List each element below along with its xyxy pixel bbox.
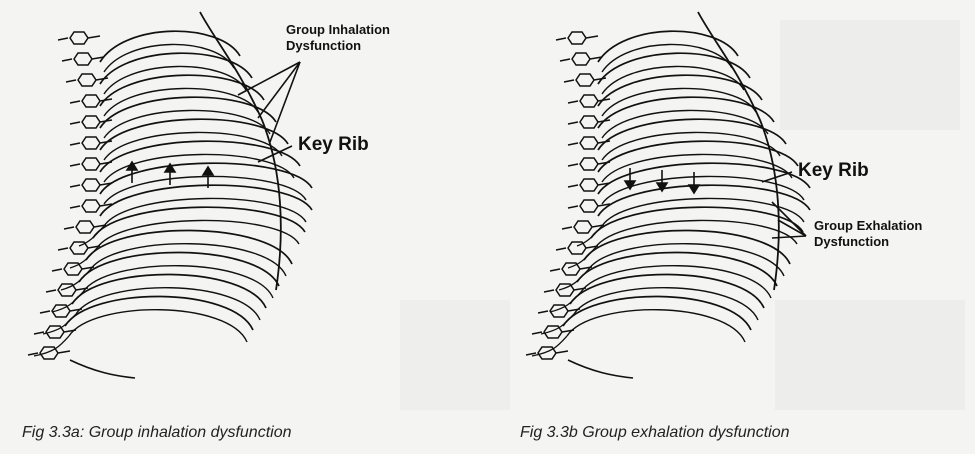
ribcage-a-rib-upper-edge — [99, 118, 289, 151]
bleed-through-texture — [775, 300, 965, 410]
ribcage-a-rib-upper-edge — [92, 206, 306, 239]
ribcage-a-rib-upper-edge — [85, 229, 293, 265]
ribcage-a-floating-rib — [69, 359, 136, 379]
group-exhalation-line1: Group Exhalation — [814, 218, 923, 233]
ribcage-b-rib-upper-edge — [597, 118, 787, 151]
ribcage-a-rib-tail — [69, 247, 98, 269]
caption-a: Fig 3.3a: Group inhalation dysfunction — [22, 424, 292, 441]
ribcage-b-rib-lower-edge — [601, 65, 745, 95]
ribcage-b-rib-upper-edge — [597, 162, 811, 195]
bleed-through-texture — [400, 300, 510, 410]
ribcage-a-rib-upper-edge — [64, 295, 254, 331]
ribcage-a-rib-upper-edge — [99, 74, 265, 107]
ribcage-b-rib-upper-edge — [569, 273, 765, 309]
ribcage-a-rib-upper-edge — [71, 273, 267, 309]
ribcage-b-rib-upper-edge — [562, 295, 752, 331]
ribcage-b-rib-upper-edge — [597, 74, 763, 107]
ribcage-a-rib-lower-edge — [103, 65, 247, 95]
ribcage-a — [27, 11, 313, 379]
bleed-through-texture — [780, 20, 960, 130]
ribcage-a-rib-lower-edge — [75, 287, 261, 321]
ribcage-a-sternum-edge — [199, 11, 282, 291]
group-inhalation-line2: Dysfunction — [286, 37, 362, 53]
ribcage-b-vertebra — [567, 199, 611, 213]
ribcage-a-rib-lower-edge — [96, 219, 300, 249]
group-inhalation-label: Group Inhalation Dysfunction — [286, 22, 390, 53]
ribcage-a-vertebra — [61, 52, 105, 66]
ribcage-a-vertebra — [27, 346, 71, 360]
ribcage-b-rib-tail — [567, 247, 596, 269]
ribcage-b-rib-lower-edge — [580, 265, 772, 299]
key-rib-label-a: Key Rib — [298, 134, 369, 155]
ribcage-a-vertebra — [65, 73, 109, 87]
ribcage-b-rib-lower-edge — [601, 87, 757, 117]
ribcage-a-rib-lower-edge — [103, 175, 307, 205]
ribcage-b-rib-lower-edge — [601, 131, 781, 161]
ribcage-b-spine — [525, 31, 611, 360]
ribcage-b-rib-tail — [558, 269, 589, 291]
ribcage-b-rib-upper-edge — [576, 251, 778, 287]
ribcage-a-rib-lower-edge — [103, 109, 271, 139]
ribcage-a-rib-upper-edge — [99, 140, 301, 173]
ribcage-b-rib-upper-edge — [590, 206, 804, 239]
ribcage-b-floating-rib — [567, 359, 634, 379]
ribcage-b — [525, 11, 811, 379]
ribcage-b-vertebra — [559, 52, 603, 66]
ribcage-b-rib-upper-edge — [597, 184, 811, 217]
ribcage-a-rib-lower-edge — [103, 87, 259, 117]
ribcage-b-rib-lower-edge — [601, 175, 805, 205]
ribcage-a-vertebra — [57, 31, 101, 45]
ribcage-b-rib-upper-edge — [583, 229, 791, 265]
ribcage-b-vertebra — [525, 346, 569, 360]
ribcage-a-rib-upper-edge — [99, 162, 313, 195]
ribcage-a-rib-lower-edge — [89, 243, 287, 277]
ribcage-b-vertebra — [567, 157, 611, 171]
ribcage-b-vertebra — [563, 73, 607, 87]
ribcage-b-rib-upper-edge — [597, 30, 739, 63]
ribcage-a-rib-lower-edge — [103, 153, 295, 183]
caption-b: Fig 3.3b Group exhalation dysfunction — [520, 424, 790, 441]
ribcage-a-rib-lower-edge — [82, 265, 274, 299]
ribcage-b-rib-lower-edge — [566, 309, 746, 343]
ribcage-b-rib-lower-edge — [573, 287, 759, 321]
ribcage-a-rib-lower-edge — [103, 43, 235, 73]
ribcage-a-rib-tail — [78, 225, 105, 247]
key-rib-label-b: Key Rib — [798, 160, 869, 181]
ribcage-b-rib-lower-edge — [601, 153, 793, 183]
ribcage-a-vertebra — [69, 94, 113, 108]
ribcage-b-rib-tail — [531, 335, 568, 357]
arrows-up-a — [125, 160, 215, 188]
ribcage-a-rib-tail — [60, 269, 91, 291]
ribcage-a-rib-upper-edge — [99, 52, 253, 85]
ribcage-a-spine — [27, 31, 113, 360]
ribcage-a-rib-lower-edge — [103, 131, 283, 161]
ribcage-b-rib-upper-edge — [597, 52, 751, 85]
leader-lines-a — [237, 61, 301, 163]
ribcage-b-rib-upper-edge — [597, 140, 799, 173]
ribcage-b-rib-lower-edge — [594, 219, 798, 249]
ribcage-b-rib-tail — [576, 225, 603, 247]
ribcage-a-rib-lower-edge — [103, 197, 307, 227]
ribcage-b-rib-lower-edge — [601, 109, 769, 139]
group-exhalation-line2: Dysfunction — [814, 233, 890, 249]
ribcage-a-rib-upper-edge — [78, 251, 280, 287]
ribcage-b-rib-lower-edge — [587, 243, 785, 277]
group-exhalation-label: Group Exhalation Dysfunction — [814, 218, 922, 249]
ribcage-a-vertebra — [69, 199, 113, 213]
ribcage-b-vertebra — [567, 94, 611, 108]
leader-lines-b — [761, 171, 807, 239]
group-inhalation-line1: Group Inhalation — [286, 22, 390, 37]
ribcage-a-rib-lower-edge — [68, 309, 248, 343]
ribcage-b-rib-lower-edge — [601, 43, 733, 73]
arrows-down-b — [623, 168, 701, 195]
ribcage-a-rib-upper-edge — [99, 30, 241, 63]
ribcage-b-vertebra — [555, 31, 599, 45]
ribcage-b-rib-upper-edge — [597, 96, 775, 129]
ribcage-b-rib-lower-edge — [601, 197, 805, 227]
ribcage-a-vertebra — [69, 157, 113, 171]
ribcage-b-sternum-edge — [697, 11, 780, 291]
ribcage-a-rib-tail — [33, 335, 70, 357]
